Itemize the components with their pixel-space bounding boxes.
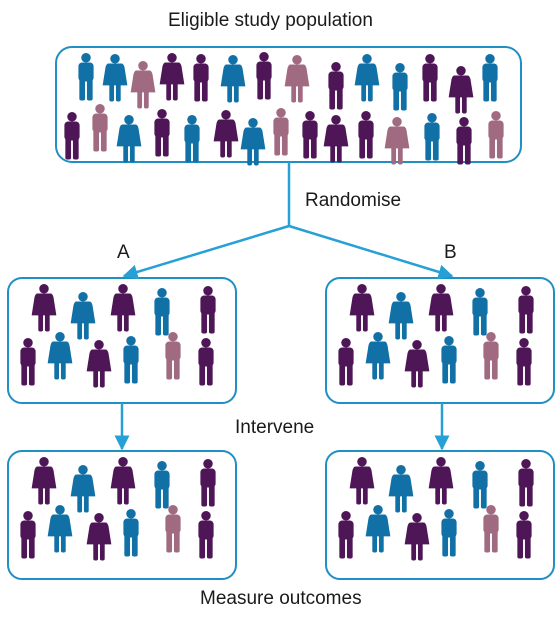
- arm-b-label: B: [444, 242, 457, 263]
- measure-outcomes-label: Measure outcomes: [200, 588, 362, 609]
- arm-a-label: A: [117, 242, 130, 263]
- arrow-to-a: [122, 224, 290, 280]
- randomise-label: Randomise: [305, 190, 402, 211]
- intervene-label: Intervene: [235, 417, 315, 438]
- population-label: Eligible study population: [168, 10, 373, 31]
- arrow-to-b: [288, 224, 454, 280]
